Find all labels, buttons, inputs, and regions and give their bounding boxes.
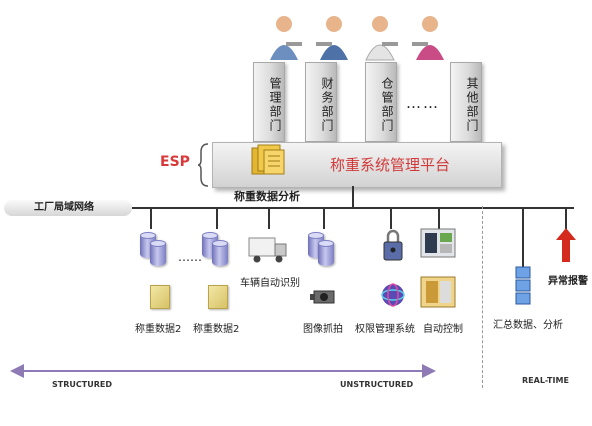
- departments-ellipsis: ……: [406, 94, 440, 112]
- alarm-arrow-icon: [556, 228, 576, 262]
- branch-line: [323, 207, 325, 229]
- database-icon: [150, 240, 166, 266]
- department-pillar-warehouse: 仓管部门: [365, 62, 397, 142]
- branch-line: [216, 207, 218, 229]
- database-icon: [212, 240, 228, 266]
- branch-line: [438, 207, 440, 229]
- department-pillar-finance: 财务部门: [305, 62, 337, 142]
- arrow-left-icon: [10, 364, 24, 378]
- person-icon: [270, 16, 302, 60]
- department-label: 其他部门: [465, 77, 479, 133]
- esp-label: ESP: [160, 154, 190, 170]
- lock-icon: [383, 229, 403, 261]
- realtime-label: REAL-TIME: [522, 376, 569, 385]
- auto-control-label: 自动控制: [423, 324, 463, 335]
- folders-icon: [251, 144, 285, 175]
- arrow-right-icon: [422, 364, 436, 378]
- network-label: 工厂局域网络: [4, 200, 132, 216]
- weigh-data-label: 称重数据2: [193, 324, 240, 335]
- person-icon: [316, 16, 348, 60]
- department-label: 财务部门: [320, 77, 334, 133]
- image-capture-label: 图像抓拍: [303, 324, 343, 335]
- vehicle-recognition-label: 车辆自动识别: [240, 278, 300, 289]
- person-icon: [412, 16, 444, 60]
- department-pillar-other: 其他部门: [450, 62, 482, 142]
- branch-line: [268, 207, 270, 229]
- branch-line: [522, 207, 524, 267]
- control-panel-icon: [420, 228, 456, 258]
- door-icon: [420, 276, 456, 308]
- truck-icon: [248, 237, 287, 263]
- branch-line: [390, 207, 392, 229]
- weigh-data-label: 称重数据2: [135, 324, 182, 335]
- permission-system-label: 权限管理系统: [355, 324, 415, 335]
- globe-icon: [381, 283, 405, 307]
- platform-connector: [352, 186, 354, 208]
- small-ellipsis: ……: [178, 250, 202, 264]
- platform-subtitle: 称重数据分析: [234, 190, 300, 203]
- network-bus-line: [132, 207, 574, 209]
- camera-icon: [310, 290, 335, 304]
- department-pillar-management: 管理部门: [253, 62, 285, 142]
- database-icon: [318, 240, 334, 266]
- server-stack-icon: [515, 266, 531, 305]
- department-label: 仓管部门: [380, 77, 394, 133]
- document-icon: [208, 285, 228, 309]
- department-label: 管理部门: [268, 77, 282, 133]
- alarm-label: 异常报警: [548, 276, 588, 287]
- summary-analysis-label: 汇总数据、分析: [493, 320, 563, 331]
- structured-scale-line: [22, 370, 422, 372]
- left-brace-icon: [198, 143, 209, 187]
- structured-label: STRUCTURED: [52, 380, 112, 389]
- unstructured-label: UNSTRUCTURED: [340, 380, 414, 389]
- branch-line: [565, 207, 567, 229]
- branch-line: [150, 207, 152, 229]
- realtime-divider: [482, 206, 483, 388]
- platform-title: 称重系统管理平台: [330, 156, 451, 174]
- document-icon: [150, 285, 170, 309]
- person-icon: [365, 16, 398, 61]
